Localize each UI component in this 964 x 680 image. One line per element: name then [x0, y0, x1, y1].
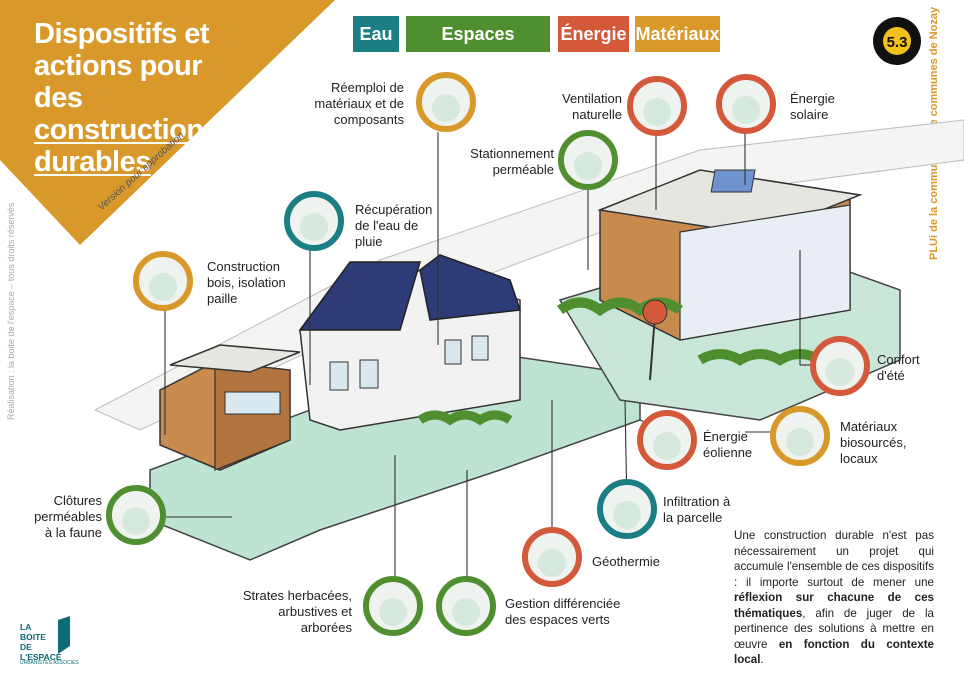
confort-circle: [810, 336, 870, 396]
strates-circle: [363, 576, 423, 636]
title-line-2: actions pour des: [34, 50, 203, 114]
tag-materiaux: Matériaux: [635, 16, 720, 52]
tag-energie: Énergie: [558, 16, 629, 52]
infiltration-circle: [597, 479, 657, 539]
ventilation-circle: [627, 76, 687, 136]
tag-espaces-exterieurs: Espaces extérieurs: [406, 16, 550, 80]
tag-eau: Eau: [353, 16, 399, 52]
solaire-circle: [716, 74, 776, 134]
recuperation-circle: [284, 191, 344, 251]
label-geothermie: Géothermie: [592, 554, 660, 569]
title-line-4: durables: [34, 146, 151, 178]
logo-cube-icon: [58, 616, 70, 654]
biosources-circle: [770, 406, 830, 466]
title-line-1: Dispositifs et: [34, 18, 210, 50]
explanation-paragraph: Une construction durable n'est pas néces…: [734, 529, 934, 666]
stationnement-circle: [558, 130, 618, 190]
title-line-3: constructions: [34, 114, 220, 146]
construction-bois-circle: [133, 251, 193, 311]
clotures-circle: [106, 485, 166, 545]
reemploi-circle: [416, 72, 476, 132]
gestion-circle: [436, 576, 496, 636]
geothermie-circle: [522, 527, 582, 587]
logo: LA BOITE DE L'ESPACE URBANISTES ASSOCIÉS: [18, 616, 79, 672]
badge-icon: 5.3: [873, 17, 921, 65]
page-title: Dispositifs et actions pour des construc…: [34, 18, 234, 178]
eolienne-circle: [637, 410, 697, 470]
badge-number: 5.3: [887, 34, 908, 51]
